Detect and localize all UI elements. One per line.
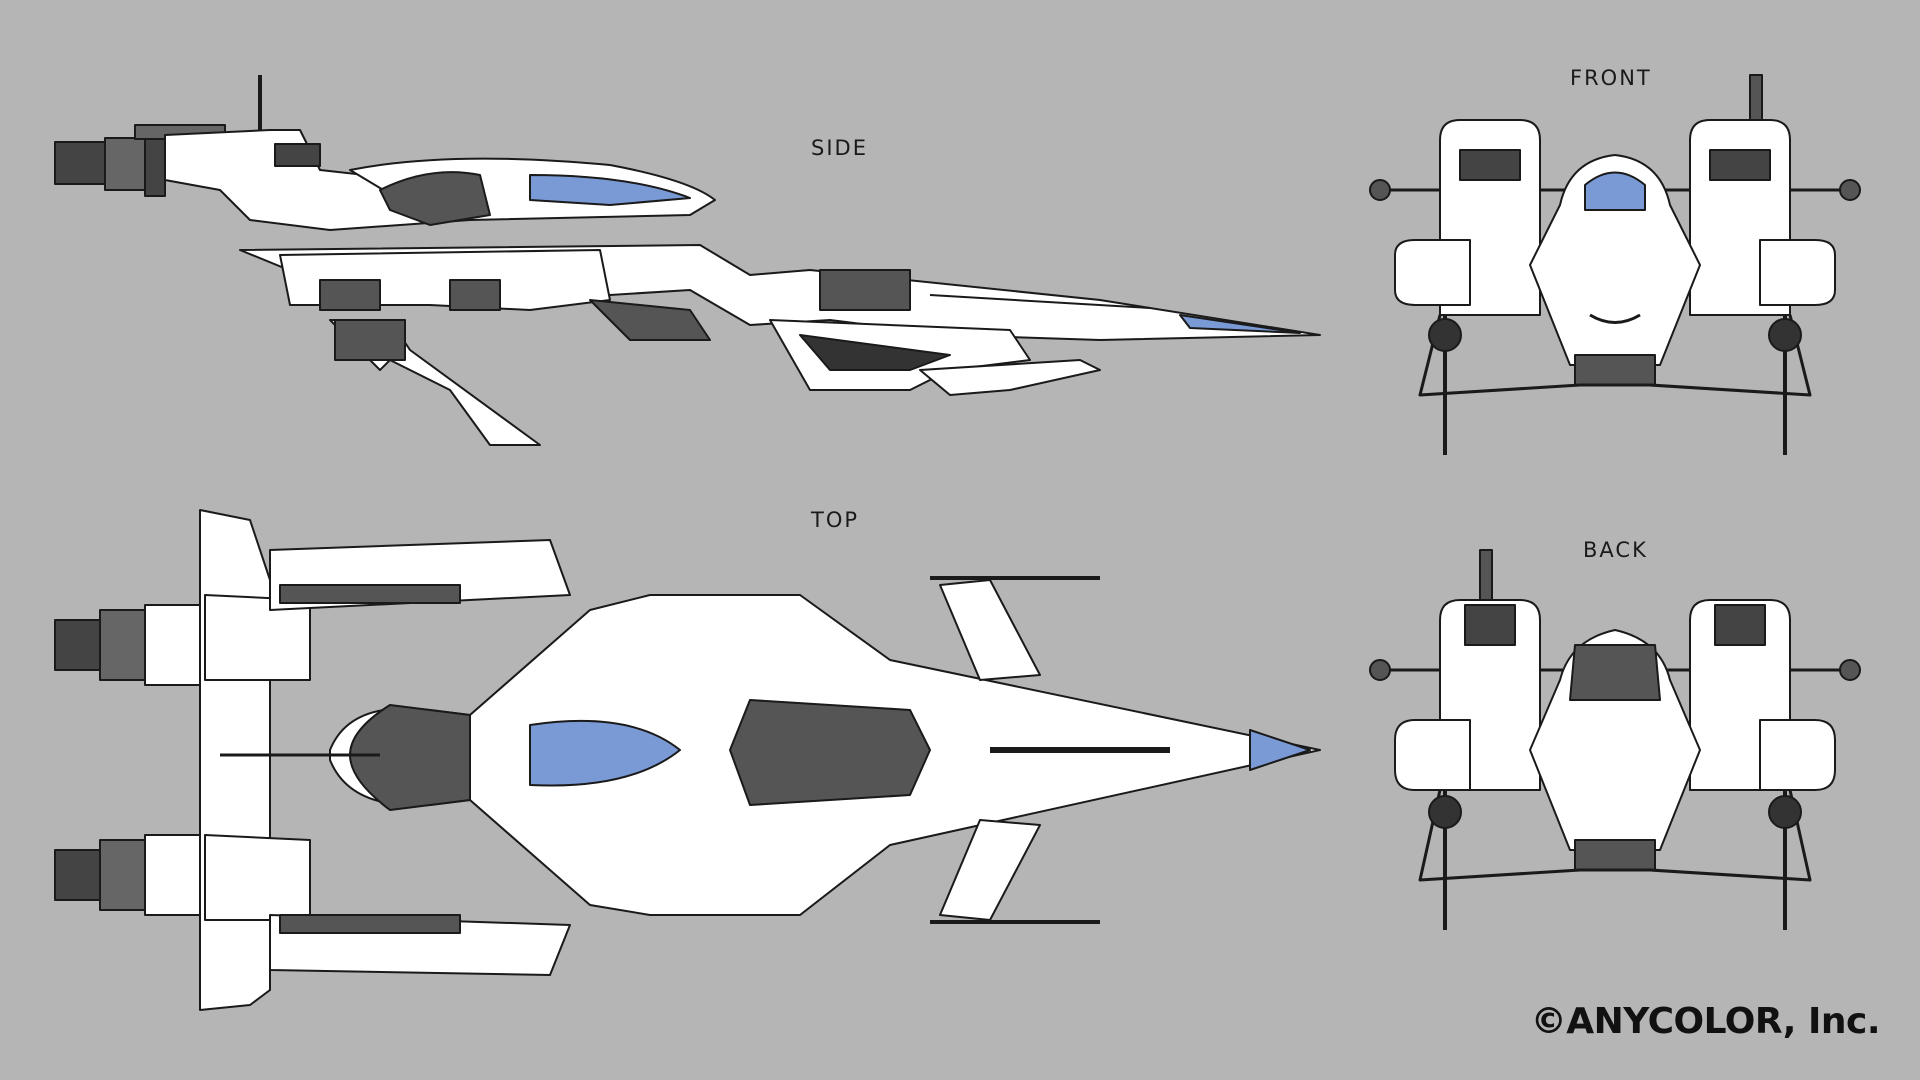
back-view-label: BACK: [1583, 538, 1648, 562]
ship-back-view: [1369, 549, 1861, 930]
ship-front-view: [1369, 74, 1861, 455]
copyright-notice: ©ANYCOLOR, Inc.: [1530, 1001, 1881, 1042]
ship-top-view: [54, 509, 1321, 1011]
top-view-label: TOP: [811, 508, 860, 532]
front-view-label: FRONT: [1570, 66, 1652, 90]
ship-side-view: [54, 75, 1321, 446]
side-view-label: SIDE: [811, 136, 868, 160]
